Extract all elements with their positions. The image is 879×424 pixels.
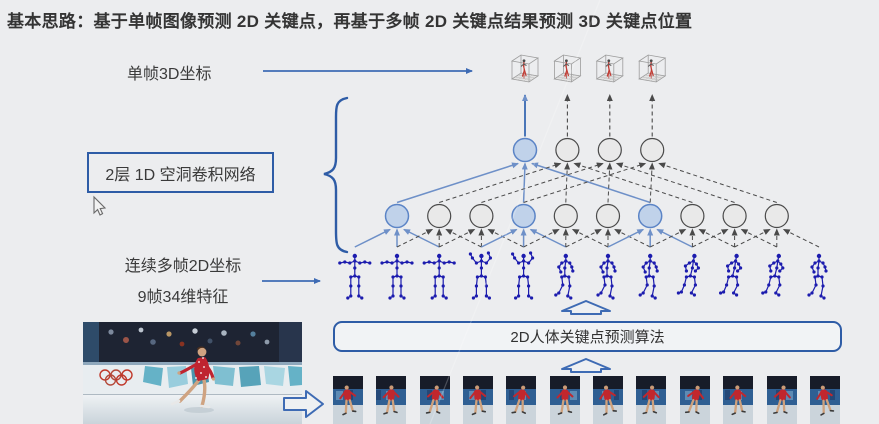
label-single-frame-3d: 单帧3D坐标 (127, 66, 212, 83)
video-frame (679, 376, 710, 424)
video-frame (419, 376, 450, 424)
skeleton-2d (676, 253, 700, 297)
video-frame (766, 376, 797, 424)
skeleton-2d (380, 253, 414, 300)
3d-pose-plot (595, 54, 624, 83)
output-conv-node (597, 137, 622, 163)
glare-line (429, 0, 601, 424)
hidden-conv-node (722, 203, 747, 229)
audience-dots (108, 327, 270, 347)
skeleton-2d (638, 253, 659, 300)
video-frame (463, 376, 494, 424)
label-multi-frame-2d-line1: 连续多帧2D坐标 (124, 258, 242, 275)
output-conv-node (640, 137, 665, 163)
output-conv-node (512, 137, 538, 163)
conv-network-box: 2层 1D 空洞卷积网络 (87, 152, 274, 193)
hidden-conv-node (427, 203, 452, 229)
hidden-conv-node (637, 203, 663, 229)
skater-figure (170, 346, 216, 413)
3d-pose-plot (553, 54, 582, 83)
hidden-conv-node (680, 203, 705, 229)
skeleton-2d (596, 253, 617, 300)
skeleton-2d (510, 251, 535, 300)
edges (354, 94, 820, 248)
curly-brace (323, 96, 349, 254)
hidden-conv-node (553, 203, 578, 229)
up-arrow-icon (561, 358, 611, 373)
slide-title: 基本思路：基于单帧图像预测 2D 关键点，再基于多帧 2D 关键点结果预测 3D… (7, 12, 693, 31)
skeleton-2d (554, 253, 575, 300)
3d-plots (510, 54, 667, 83)
video-frame (593, 376, 624, 424)
hidden-conv-node (469, 203, 494, 229)
up-arrow-icon (561, 300, 611, 315)
skeleton-row (338, 251, 828, 300)
hidden-conv-node (384, 203, 410, 229)
video-frame (376, 376, 407, 424)
video-frame (333, 376, 363, 424)
skater-photo-graphic (83, 322, 302, 424)
skeleton-2d (338, 253, 372, 300)
hidden-conv-node (764, 203, 789, 229)
2d-keypoint-algorithm-box: 2D人体关键点预测算法 (333, 321, 842, 352)
skeleton-2d (761, 253, 785, 297)
output-conv-node (555, 137, 580, 163)
skeleton-2d (422, 253, 456, 300)
skeleton-2d (719, 253, 743, 297)
hidden-conv-node (511, 203, 536, 229)
label-multi-frame-2d: 连续多帧2D坐标 9帧34维特征 (85, 251, 281, 313)
nodes (384, 137, 789, 229)
video-frame (636, 376, 667, 424)
video-frame (549, 376, 580, 424)
2d-keypoint-algorithm-label: 2D人体关键点预测算法 (510, 329, 665, 346)
video-frame (809, 376, 840, 424)
mouse-cursor-icon (93, 195, 107, 216)
skeleton-2d (468, 251, 492, 300)
3d-pose-plot (638, 54, 667, 83)
video-frame (506, 376, 537, 424)
3d-pose-plot (510, 54, 540, 83)
hidden-conv-node (595, 203, 621, 229)
video-frame (723, 376, 754, 424)
olympic-rings-icon (99, 369, 133, 386)
skeleton-2d (807, 253, 828, 300)
label-multi-frame-2d-line2: 9帧34维特征 (137, 289, 229, 306)
conv-network-box-label: 2层 1D 空洞卷积网络 (105, 166, 256, 184)
skater-photo (83, 322, 302, 424)
